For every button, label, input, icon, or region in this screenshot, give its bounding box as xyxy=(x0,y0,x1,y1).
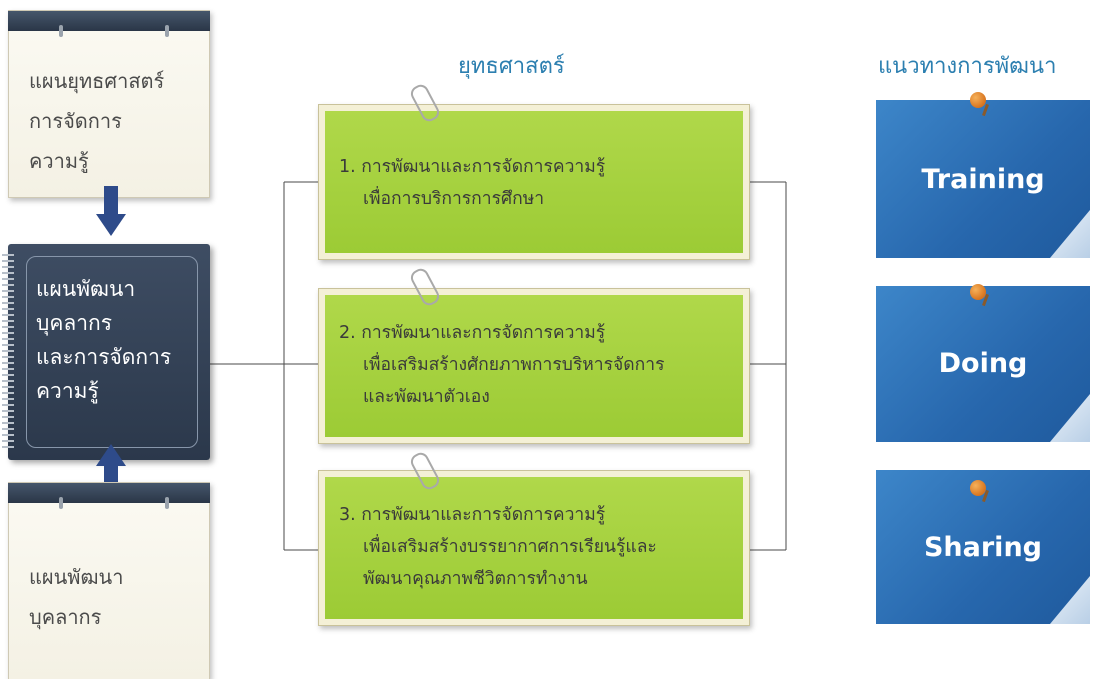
strategy-1-line-1: 1. การพัฒนาและการจัดการความรู้ xyxy=(339,157,606,177)
card-green-panel: 1. การพัฒนาและการจัดการความรู้ เพื่อการบ… xyxy=(325,111,743,253)
pad-binder xyxy=(8,483,210,503)
pad-ring xyxy=(59,25,63,37)
up-arrow-icon xyxy=(96,444,126,466)
main-plan-label: แผนพัฒนา บุคลากร และการจัดการ ความรู้ xyxy=(36,277,172,403)
strategy-plan-label: แผนยุทธศาสตร์ การจัดการ ความรู้ xyxy=(29,69,165,173)
down-arrow-shaft xyxy=(104,186,118,216)
strategy-3-line-1: 3. การพัฒนาและการจัดการความรู้ xyxy=(339,505,606,525)
strategy-heading: ยุทธศาสตร์ xyxy=(458,54,565,79)
pad-ring xyxy=(165,497,169,509)
strategy-card-1: 1. การพัฒนาและการจัดการความรู้ เพื่อการบ… xyxy=(318,104,750,260)
notebook-spiral xyxy=(2,254,14,450)
card-green-panel: 3. การพัฒนาและการจัดการความรู้ เพื่อเสริ… xyxy=(325,477,743,619)
approach-label-sharing: Sharing xyxy=(923,532,1042,563)
strategy-card-3: 3. การพัฒนาและการจัดการความรู้ เพื่อเสริ… xyxy=(318,470,750,626)
pad-binder xyxy=(8,11,210,31)
strategy-3-line-3: พัฒนาคุณภาพชีวิตการทำงาน xyxy=(363,569,588,589)
personnel-plan-label: แผนพัฒนา บุคลากร xyxy=(29,565,124,629)
approach-label-training: Training xyxy=(921,164,1045,195)
approach-card-training: Training xyxy=(876,100,1090,258)
approach-heading: แนวทางการพัฒนา xyxy=(878,54,1057,79)
approach-card-doing: Doing xyxy=(876,286,1090,442)
strategy-2-line-1: 2. การพัฒนาและการจัดการความรู้ xyxy=(339,323,606,343)
pushpin-icon xyxy=(970,92,986,108)
pad-ring xyxy=(59,497,63,509)
pushpin-icon xyxy=(970,284,986,300)
strategy-3-line-2: เพื่อเสริมสร้างบรรยากาศการเรียนรู้และ xyxy=(363,537,657,557)
approach-label-doing: Doing xyxy=(938,348,1028,379)
main-plan-notebook: แผนพัฒนา บุคลากร และการจัดการ ความรู้ xyxy=(2,244,210,460)
pad-ring xyxy=(165,25,169,37)
card-green-panel: 2. การพัฒนาและการจัดการความรู้ เพื่อเสริ… xyxy=(325,295,743,437)
strategy-2-line-2: เพื่อเสริมสร้างศักยภาพการบริหารจัดการ xyxy=(363,355,665,375)
strategy-2-line-3: และพัฒนาตัวเอง xyxy=(363,387,490,407)
pushpin-icon xyxy=(970,480,986,496)
strategy-plan-pad: แผนยุทธศาสตร์ การจัดการ ความรู้ xyxy=(8,10,210,198)
personnel-plan-pad: แผนพัฒนา บุคลากร xyxy=(8,482,210,679)
strategy-card-2: 2. การพัฒนาและการจัดการความรู้ เพื่อเสริ… xyxy=(318,288,750,444)
strategy-1-line-2: เพื่อการบริการการศึกษา xyxy=(363,189,545,209)
down-arrow-icon xyxy=(96,214,126,236)
